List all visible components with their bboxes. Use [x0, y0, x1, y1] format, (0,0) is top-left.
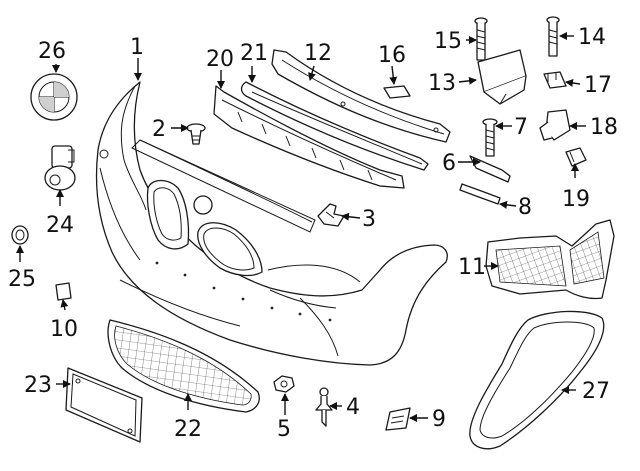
callout-labels: 1 2 3 4 5 6 7 8 9 10 11 12 13 14 15 16 1…	[8, 25, 618, 442]
part-3-bracket	[317, 203, 345, 227]
part-17-clip	[543, 71, 567, 89]
part-7-bolt	[482, 118, 498, 157]
part-21-strip	[240, 81, 429, 171]
callout-27: 27	[582, 379, 610, 404]
callout-19: 19	[562, 187, 590, 212]
part-27-side-frame	[469, 310, 605, 450]
part-23-plate-bracket	[65, 367, 143, 443]
part-16-sticker	[383, 85, 411, 99]
bumper-mount-holes	[155, 261, 332, 322]
part-14-bolt	[546, 16, 560, 57]
callout-18: 18	[590, 115, 618, 140]
callout-9: 9	[432, 407, 446, 432]
part-13-crash-box	[477, 49, 527, 105]
callout-24: 24	[46, 213, 74, 238]
callout-7: 7	[514, 115, 528, 140]
callout-6: 6	[442, 151, 456, 176]
part-20-absorber	[213, 85, 405, 189]
callout-23: 23	[24, 373, 52, 398]
part-15-bolt	[474, 17, 488, 61]
callout-17: 17	[584, 73, 612, 98]
part-10-pad	[55, 282, 72, 301]
callout-5: 5	[277, 417, 291, 442]
callout-14: 14	[578, 25, 606, 50]
callout-13: 13	[428, 71, 456, 96]
callout-25: 25	[8, 267, 36, 292]
callout-20: 20	[206, 47, 234, 72]
part-6-strap	[469, 155, 511, 183]
callout-1: 1	[130, 35, 144, 60]
callout-11: 11	[458, 255, 486, 280]
callout-15: 15	[434, 29, 462, 54]
part-19-clip	[565, 147, 587, 167]
callout-10: 10	[50, 317, 78, 342]
part-2-clip	[186, 123, 206, 145]
callout-16: 16	[378, 43, 406, 68]
part-22-lower-grille	[107, 319, 260, 413]
callout-8: 8	[518, 195, 532, 220]
part-24-park-sensor	[44, 145, 76, 191]
part-11-side-intake	[485, 219, 615, 300]
callout-22: 22	[174, 417, 202, 442]
callout-4: 4	[346, 395, 360, 420]
part-9-tag	[385, 407, 411, 431]
part-1-bumper-cover	[95, 81, 448, 366]
callout-21: 21	[240, 41, 268, 66]
part-8-strap	[459, 183, 501, 205]
callout-2: 2	[152, 117, 166, 142]
part-5-nut	[273, 375, 295, 393]
part-26-emblem	[30, 73, 78, 121]
part-4-screw	[315, 387, 333, 427]
part-18-bracket	[539, 109, 571, 141]
callout-3: 3	[362, 207, 376, 232]
callout-26: 26	[38, 39, 66, 64]
part-25-ring	[11, 225, 29, 245]
leader-lines	[16, 32, 586, 422]
part-12-carrier	[271, 49, 451, 143]
callout-12: 12	[304, 41, 332, 66]
